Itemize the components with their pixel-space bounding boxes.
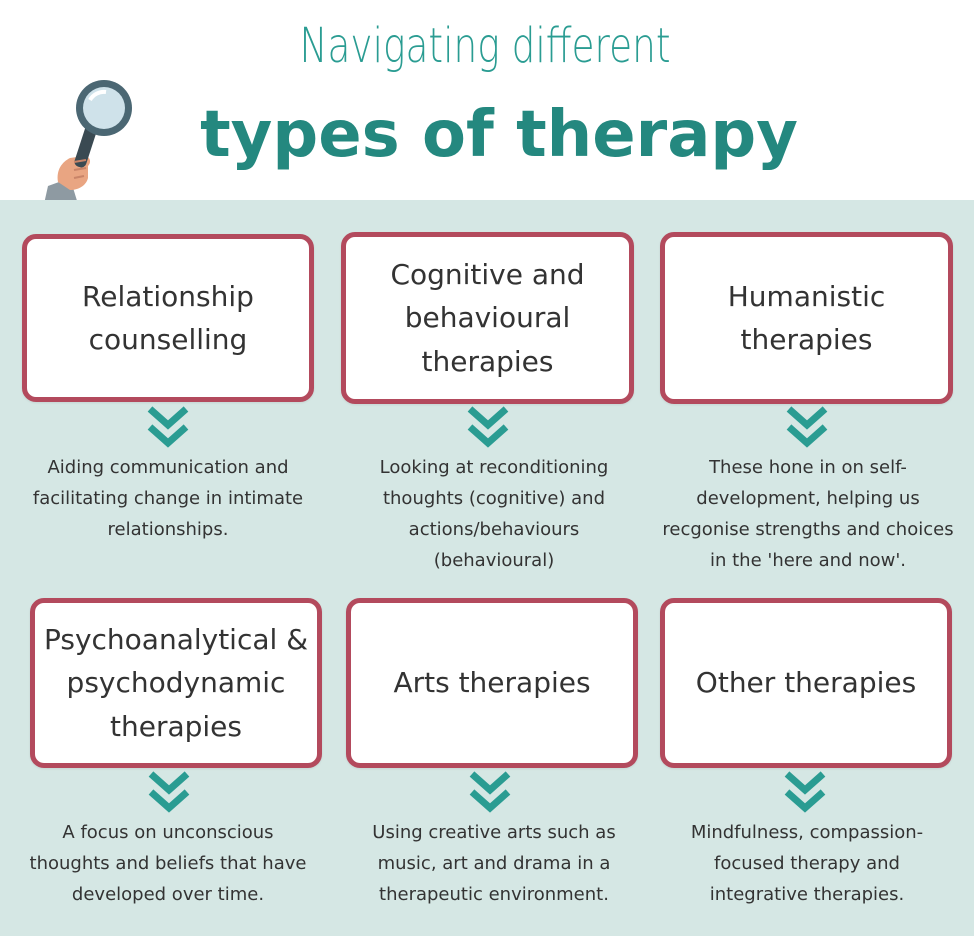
- card-title: Psychoanalytical & psychodynamic therapi…: [43, 622, 309, 743]
- card-title: Humanistic therapies: [727, 279, 886, 356]
- double-chevron-down-icon: [147, 406, 189, 448]
- card-psychoanalytical: Psychoanalytical & psychodynamic therapi…: [30, 598, 322, 768]
- card-description: Looking at reconditioning thoughts (cogn…: [379, 457, 609, 571]
- double-chevron-down-icon: [784, 771, 826, 813]
- header: Navigating different types of therapy: [0, 0, 974, 204]
- card-relationship-counselling: Relationship counselling: [22, 234, 314, 402]
- magnifying-glass-hand-icon: [44, 80, 132, 204]
- card-title: Relationship counselling: [82, 279, 254, 356]
- card-description: Mindfulness, compassion-focused therapy …: [690, 822, 924, 905]
- card-title: Other therapies: [695, 666, 917, 700]
- card-arts-therapies: Arts therapies: [346, 598, 638, 768]
- card-humanistic: Humanistic therapies: [660, 232, 953, 404]
- double-chevron-down-icon: [148, 771, 190, 813]
- card-description: Using creative arts such as music, art a…: [372, 822, 616, 905]
- card-title: Arts therapies: [393, 666, 591, 700]
- double-chevron-down-icon: [786, 406, 828, 448]
- card-description: These hone in on self-development, helpi…: [662, 457, 954, 571]
- card-cognitive-behavioural: Cognitive and behavioural therapies: [341, 232, 634, 404]
- card-description: Aiding communication and facilitating ch…: [32, 457, 304, 540]
- double-chevron-down-icon: [469, 771, 511, 813]
- card-description: A focus on unconscious thoughts and beli…: [29, 822, 307, 905]
- double-chevron-down-icon: [467, 406, 509, 448]
- card-other-therapies: Other therapies: [660, 598, 952, 768]
- card-title: Cognitive and behavioural therapies: [390, 257, 585, 378]
- subtitle: Navigating different: [299, 18, 671, 74]
- page-title: types of therapy: [200, 98, 798, 172]
